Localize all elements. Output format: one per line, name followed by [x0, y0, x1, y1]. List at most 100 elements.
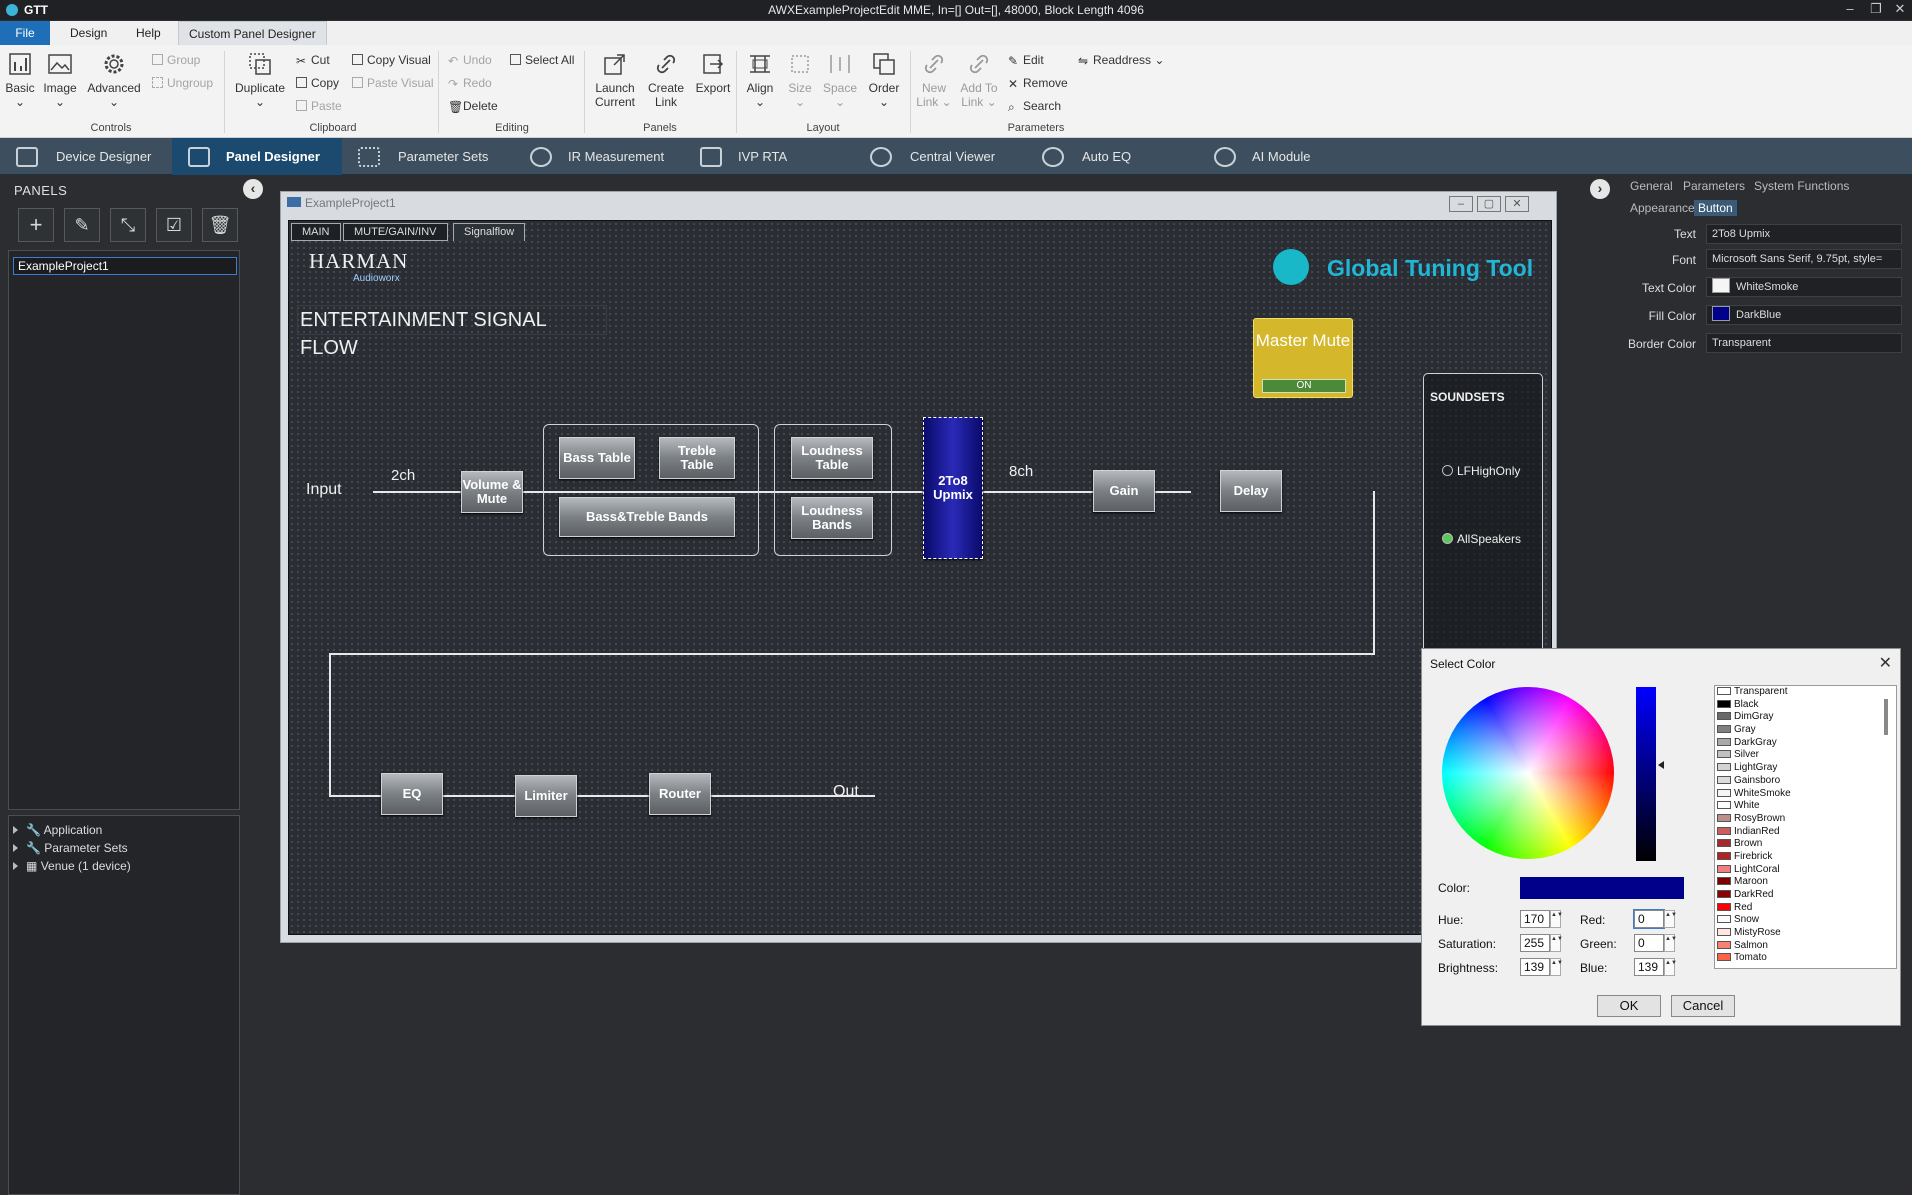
- remove-button[interactable]: ✕Remove: [1008, 76, 1068, 91]
- soundset-allspeakers[interactable]: AllSpeakers: [1442, 532, 1538, 546]
- color-list-item[interactable]: LightCoral: [1715, 864, 1896, 877]
- red-input[interactable]: 0: [1633, 909, 1665, 929]
- close-icon[interactable]: ✕: [1894, 1, 1906, 16]
- delete-button[interactable]: 🗑Delete: [448, 99, 498, 114]
- color-list-item[interactable]: WhiteSmoke: [1715, 788, 1896, 801]
- hue-spinner[interactable]: ▲▼: [1550, 910, 1563, 928]
- subtab-signalflow[interactable]: Signalflow: [453, 223, 526, 241]
- tab-panel-designer[interactable]: Panel Designer: [172, 138, 342, 175]
- color-list-item[interactable]: Transparent: [1715, 686, 1896, 699]
- tree-item-parameter-sets[interactable]: 🔧 Parameter Sets: [13, 841, 128, 855]
- color-list-item[interactable]: Snow: [1715, 914, 1896, 927]
- ungroup-button[interactable]: Ungroup: [152, 76, 213, 90]
- saturation-input[interactable]: 255: [1520, 934, 1550, 952]
- canvas-maximize-icon[interactable]: ▢: [1477, 196, 1501, 212]
- delete-panel-button[interactable]: 🗑: [202, 208, 238, 242]
- block-router[interactable]: Router: [649, 773, 711, 815]
- search-button[interactable]: ⌕Search: [1008, 99, 1062, 114]
- color-list-item[interactable]: RosyBrown: [1715, 813, 1896, 826]
- tab-parameter-sets[interactable]: Parameter Sets: [342, 138, 512, 175]
- block-limiter[interactable]: Limiter: [515, 775, 577, 817]
- space-button[interactable]: Space⌄: [822, 51, 858, 109]
- blue-input[interactable]: 139: [1634, 958, 1664, 976]
- green-input[interactable]: 0: [1634, 934, 1664, 952]
- color-list-item[interactable]: Gray: [1715, 724, 1896, 737]
- block-gain[interactable]: Gain: [1093, 470, 1155, 512]
- size-button[interactable]: Size⌄: [782, 51, 818, 109]
- add-to-link-button[interactable]: Add To Link ⌄: [958, 51, 1000, 109]
- minimize-icon[interactable]: –: [1846, 1, 1854, 16]
- tab-device-designer[interactable]: Device Designer: [0, 138, 172, 175]
- block-eq[interactable]: EQ: [381, 773, 443, 815]
- dialog-close-icon[interactable]: ✕: [1878, 655, 1892, 672]
- panel-item-exampleproject1[interactable]: ExampleProject1: [13, 257, 237, 275]
- brightness-handle-icon[interactable]: [1658, 761, 1664, 769]
- red-spinner[interactable]: ▲▼: [1664, 910, 1677, 928]
- canvas-minimize-icon[interactable]: –: [1449, 196, 1473, 212]
- color-list-item[interactable]: White: [1715, 800, 1896, 813]
- import-panel-button[interactable]: ⤡: [110, 208, 146, 242]
- fill-color-dropdown[interactable]: DarkBlue: [1706, 305, 1902, 325]
- text-color-dropdown[interactable]: WhiteSmoke: [1706, 277, 1902, 297]
- color-list-item[interactable]: Tomato: [1715, 952, 1896, 965]
- color-list-item[interactable]: Firebrick: [1715, 851, 1896, 864]
- color-list-item[interactable]: Red: [1715, 902, 1896, 915]
- expand-icon[interactable]: [13, 862, 18, 870]
- launch-current-button[interactable]: Launch Current: [590, 51, 640, 109]
- paste-button[interactable]: Paste: [296, 99, 342, 113]
- copy-button[interactable]: Copy: [296, 76, 339, 90]
- tab-parameters[interactable]: Parameters: [1683, 179, 1746, 193]
- advanced-button[interactable]: Advanced⌄: [86, 51, 142, 109]
- cut-button[interactable]: ✂Cut: [296, 53, 330, 68]
- block-bass-treble-bands[interactable]: Bass&Treble Bands: [559, 497, 735, 537]
- redo-button[interactable]: ↷Redo: [448, 76, 492, 91]
- color-list-item[interactable]: DimGray: [1715, 711, 1896, 724]
- color-list-item[interactable]: DarkGray: [1715, 737, 1896, 750]
- block-loudness-table[interactable]: Loudness Table: [791, 437, 873, 479]
- color-list-item[interactable]: Salmon: [1715, 940, 1896, 953]
- align-button[interactable]: Align⌄: [742, 51, 778, 109]
- ok-button[interactable]: OK: [1597, 995, 1661, 1017]
- canvas-close-icon[interactable]: ✕: [1505, 196, 1529, 212]
- tab-central-viewer[interactable]: Central Viewer: [852, 138, 1022, 175]
- menu-design[interactable]: Design: [70, 26, 108, 40]
- new-link-button[interactable]: New Link ⌄: [914, 51, 954, 109]
- export-button[interactable]: Export: [692, 51, 734, 95]
- color-list-item[interactable]: Silver: [1715, 749, 1896, 762]
- color-list-item[interactable]: Maroon: [1715, 876, 1896, 889]
- border-color-dropdown[interactable]: Transparent: [1706, 333, 1902, 353]
- saturation-spinner[interactable]: ▲▼: [1550, 934, 1563, 952]
- block-2to8-upmix[interactable]: 2To8 Upmix: [923, 417, 983, 559]
- block-volume-mute[interactable]: Volume & Mute: [461, 471, 523, 513]
- tab-ir-measurement[interactable]: IR Measurement: [512, 138, 682, 175]
- create-link-button[interactable]: Create Link: [644, 51, 688, 109]
- restore-icon[interactable]: ❐: [1870, 1, 1882, 16]
- expand-icon[interactable]: [13, 826, 18, 834]
- expand-icon[interactable]: [13, 844, 18, 852]
- subtab-mute-gain-inv[interactable]: MUTE/GAIN/INV: [343, 223, 448, 241]
- hue-input[interactable]: 170: [1520, 910, 1550, 928]
- blue-spinner[interactable]: ▲▼: [1664, 958, 1677, 976]
- brightness-slider[interactable]: [1636, 687, 1656, 861]
- block-treble-table[interactable]: Treble Table: [659, 437, 735, 479]
- color-list-scrollbar[interactable]: [1884, 699, 1888, 735]
- text-prop-input[interactable]: 2To8 Upmix: [1706, 224, 1902, 244]
- check-panel-button[interactable]: ☑: [156, 208, 192, 242]
- brightness-input[interactable]: 139: [1520, 958, 1550, 976]
- tab-general[interactable]: General: [1630, 179, 1673, 193]
- collapse-left-icon[interactable]: ‹: [243, 179, 263, 199]
- color-list-item[interactable]: IndianRed: [1715, 826, 1896, 839]
- color-list-item[interactable]: MistyRose: [1715, 927, 1896, 940]
- tree-item-application[interactable]: 🔧 Application: [13, 823, 102, 837]
- tab-button[interactable]: Button: [1694, 200, 1737, 216]
- tab-appearance[interactable]: Appearance: [1630, 201, 1695, 215]
- paste-visual-button[interactable]: Paste Visual: [352, 76, 434, 90]
- copy-visual-button[interactable]: Copy Visual: [352, 53, 431, 67]
- order-button[interactable]: Order⌄: [864, 51, 904, 109]
- color-list-item[interactable]: Gainsboro: [1715, 775, 1896, 788]
- readdress-button[interactable]: ⇋Readdress ⌄: [1078, 53, 1165, 68]
- subtab-main[interactable]: MAIN: [291, 223, 341, 241]
- collapse-right-icon[interactable]: ›: [1590, 179, 1610, 199]
- color-list-item[interactable]: Brown: [1715, 838, 1896, 851]
